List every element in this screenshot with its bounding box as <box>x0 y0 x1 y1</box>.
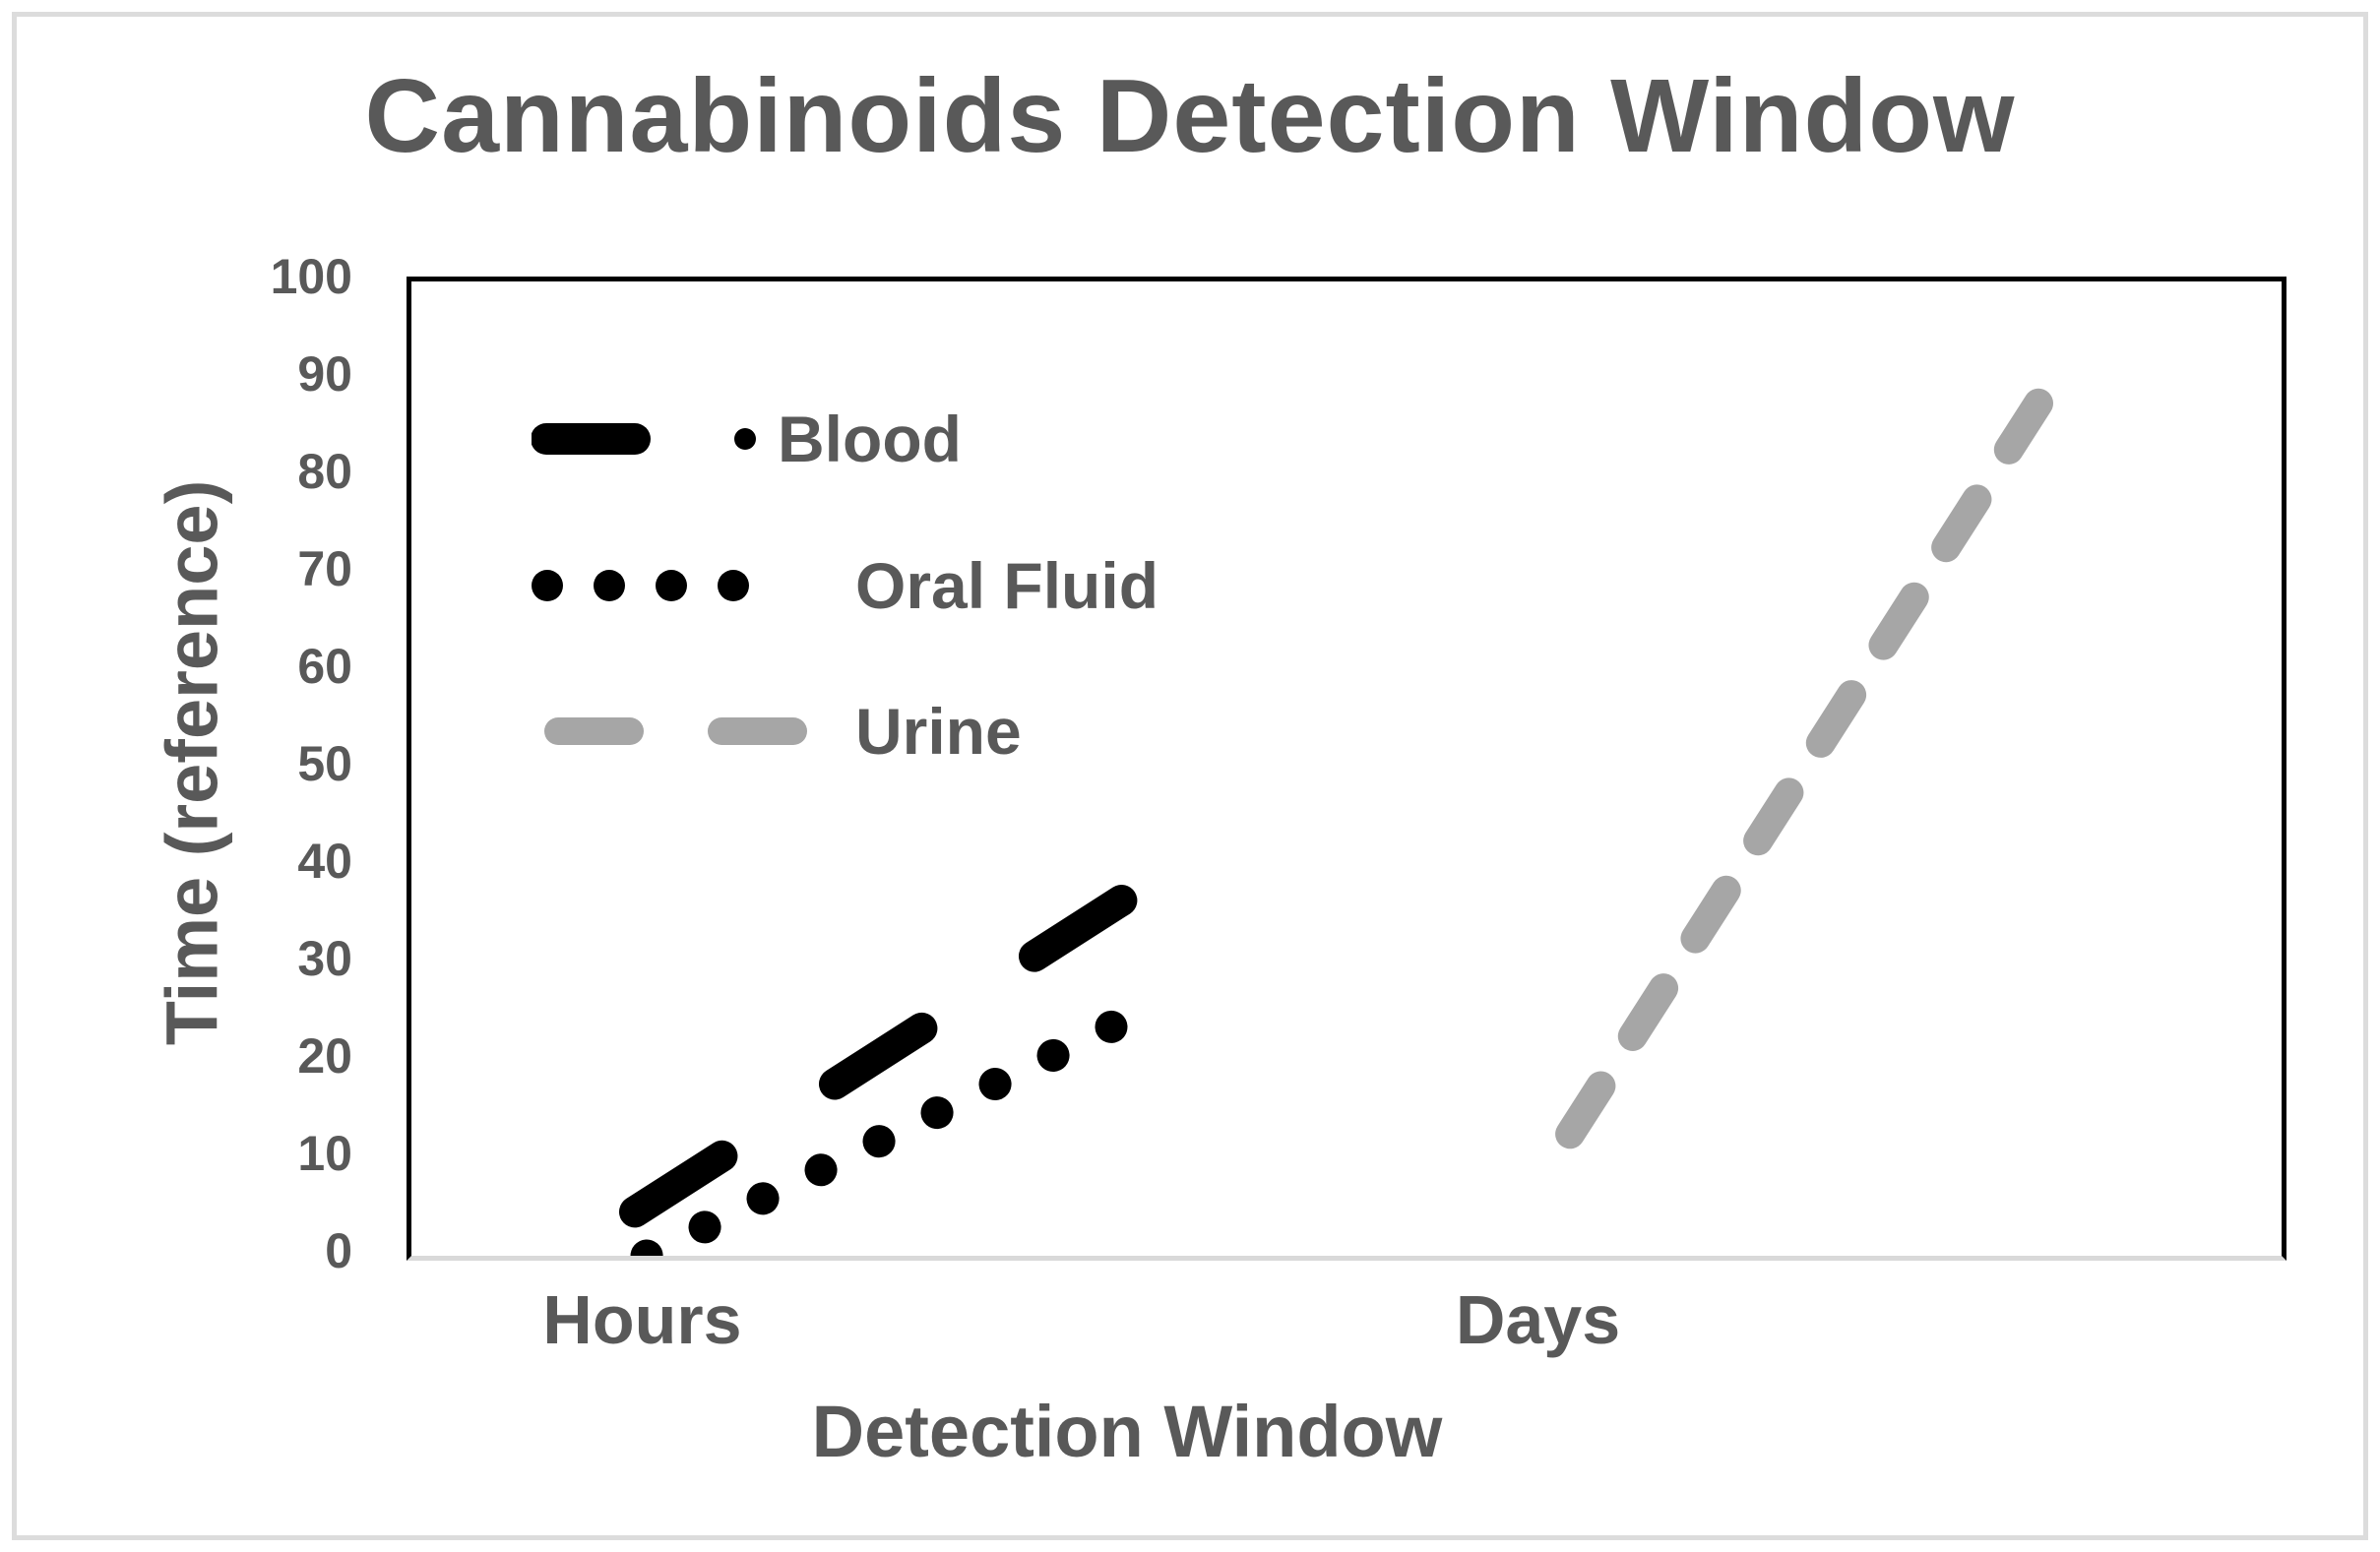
legend-label-urine: Urine <box>855 695 1022 768</box>
oral-fluid-legend-dot <box>532 570 563 601</box>
y-tick-label: 10 <box>297 1126 352 1181</box>
oral-fluid-legend-swatch <box>532 570 749 601</box>
blood-legend-dot <box>734 428 756 450</box>
blood-series-line <box>619 884 1138 1228</box>
y-tick-label: 20 <box>297 1028 352 1084</box>
y-tick-label: 100 <box>270 249 352 304</box>
chart-title: Cannabinoids Detection Window <box>364 58 2016 174</box>
oral-fluid-legend-dot <box>718 570 749 601</box>
y-tick-label: 70 <box>297 541 352 596</box>
legend-label-oral-fluid: Oral Fluid <box>855 549 1159 622</box>
y-tick-label: 40 <box>297 834 352 889</box>
blood-legend-swatch <box>532 423 756 455</box>
y-tick-label: 30 <box>297 931 352 986</box>
oral-fluid-legend-dot <box>594 570 625 601</box>
x-category-label-days: Days <box>1455 1281 1621 1358</box>
y-axis-title: Time (reference) <box>151 479 233 1046</box>
y-tick-label: 50 <box>297 736 352 791</box>
oral-fluid-legend-dot <box>656 570 687 601</box>
x-category-label-hours: Hours <box>542 1281 742 1358</box>
y-tick-label: 60 <box>297 639 352 694</box>
y-tick-label: 0 <box>325 1223 352 1278</box>
urine-legend-swatch <box>544 717 807 745</box>
x-axis-title: Detection Window <box>811 1391 1443 1472</box>
urine-series-line <box>1555 388 2053 1149</box>
y-tick-label: 80 <box>297 444 352 499</box>
oral-fluid-series-line <box>630 1010 1128 1256</box>
plot-area <box>407 277 2286 1261</box>
y-tick-label: 90 <box>297 346 352 402</box>
legend-label-blood: Blood <box>778 403 962 475</box>
series-lines-canvas <box>619 388 2053 1256</box>
